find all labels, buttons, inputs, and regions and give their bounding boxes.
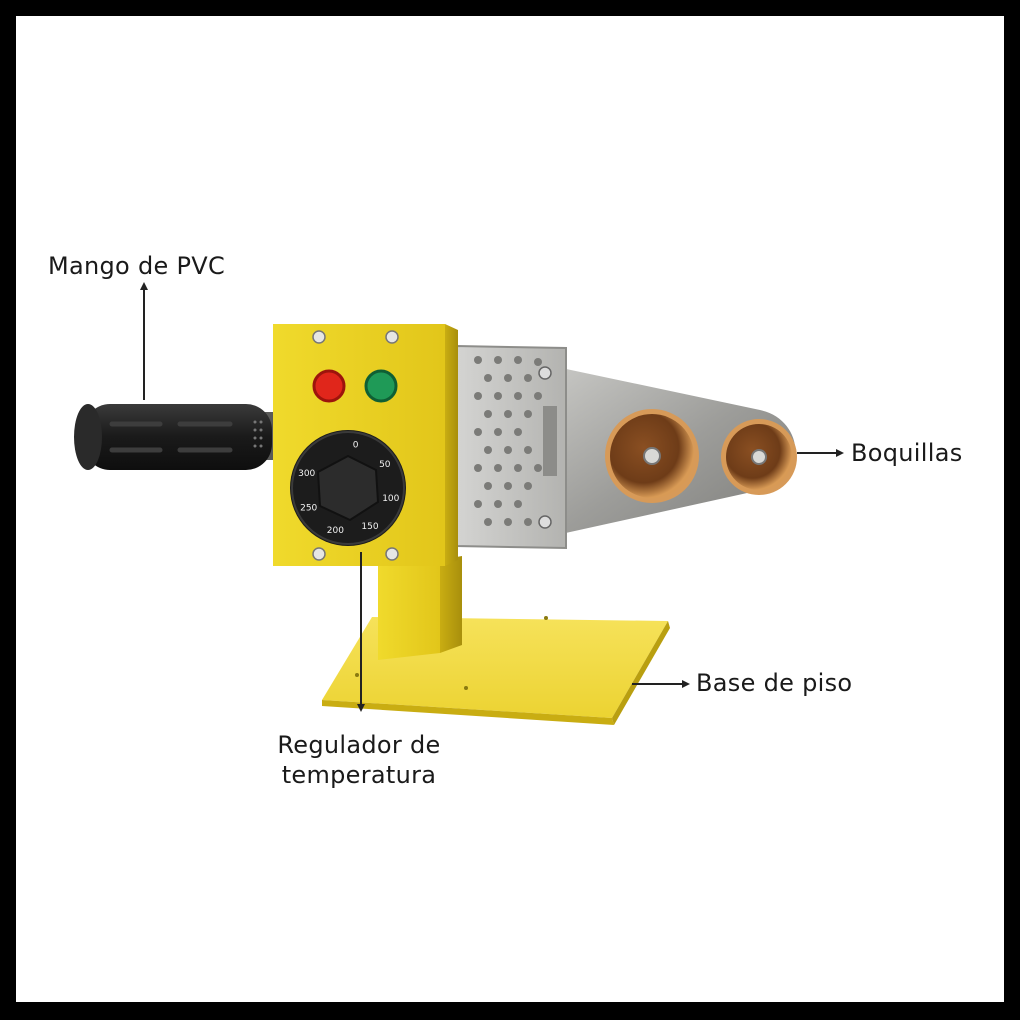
label-regulador-line1: Regulador de <box>277 731 441 759</box>
pvc-handle <box>74 404 276 470</box>
green-indicator-lamp <box>364 369 398 403</box>
red-indicator-lamp <box>312 369 346 403</box>
dial-tick-marks: 0 50 100 150 200 250 300 <box>298 441 400 537</box>
boquillas-arrowhead <box>836 449 844 457</box>
dial-tick-label: 250 <box>300 504 317 514</box>
floor-base <box>322 616 670 725</box>
dial-tick-label: 150 <box>361 522 378 532</box>
label-regulador-line2: temperatura <box>281 761 437 789</box>
dial-tick-label: 100 <box>382 494 399 504</box>
dial-knob <box>316 454 380 522</box>
nozzle-large <box>605 409 699 503</box>
label-mango-pvc: Mango de PVC <box>48 252 226 280</box>
label-regulador-temperatura: Regulador de temperatura <box>264 730 454 790</box>
dial-tick-label: 50 <box>379 460 391 470</box>
mango-arrowhead <box>140 282 148 290</box>
temperature-dial: 0 50 100 150 200 250 300 <box>290 430 406 546</box>
dial-tick-label: 200 <box>327 526 344 536</box>
stand-post <box>378 556 462 660</box>
callout-lines <box>140 282 844 712</box>
label-base-piso: Base de piso <box>696 669 853 697</box>
dial-tick-label: 300 <box>298 469 315 479</box>
base-arrowhead <box>682 680 690 688</box>
ventilation-grille <box>455 344 567 550</box>
label-boquillas: Boquillas <box>851 439 963 467</box>
nozzle-small <box>721 419 797 495</box>
regulador-arrowhead <box>357 704 365 712</box>
dial-tick-label: 0 <box>353 441 359 451</box>
